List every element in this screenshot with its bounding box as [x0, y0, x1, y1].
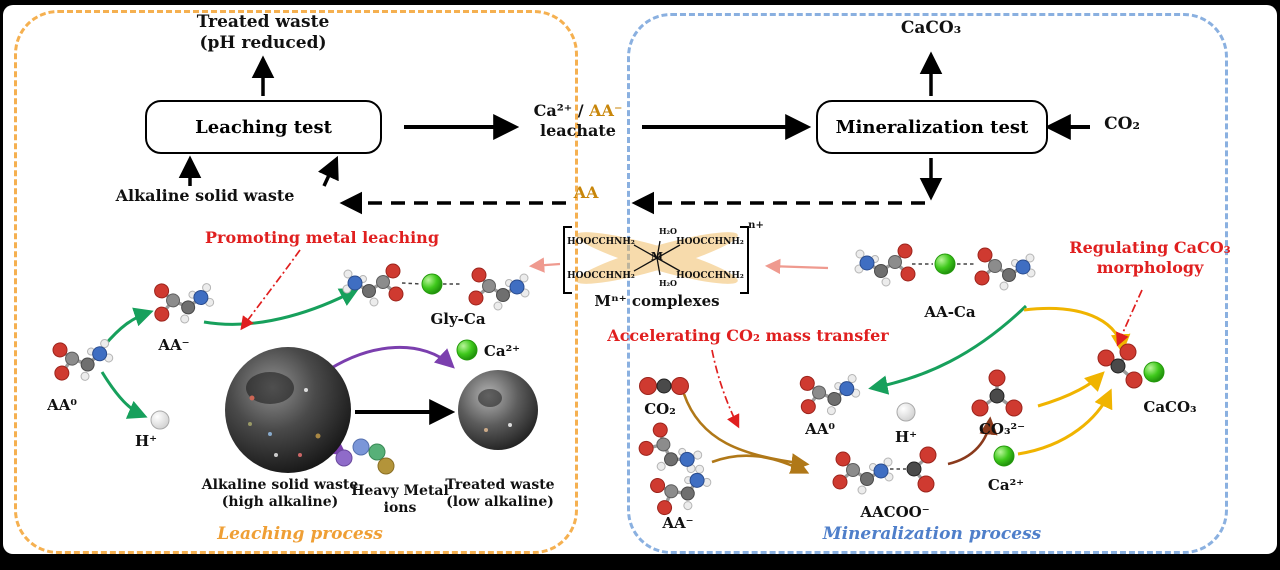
flow-arrows-black [178, 51, 1090, 425]
h-plus-label-right: H⁺ [894, 428, 918, 446]
mineralization-panel-border [627, 13, 1228, 554]
metal-complex-label: Mⁿ⁺ complexes [594, 292, 720, 310]
co2-feed-label: CO₂ [1104, 114, 1140, 134]
heavy-metal-line2: ions [383, 500, 417, 517]
leaching-test-label: Leaching test [195, 116, 332, 138]
leachate-ca-text: Ca²⁺ / [533, 101, 584, 120]
alkaline-high-line2: (high alkaline) [221, 494, 339, 511]
complex-charge-label: n+ [748, 220, 764, 231]
aa0-label-right: AA⁰ [805, 420, 835, 438]
complex-ligand-bottom-right: HOOCCHNH₂ [676, 271, 744, 281]
complex-metal-center: M [650, 250, 664, 263]
aacoo-complex [831, 446, 937, 496]
ca2plus-label-left: Ca²⁺ [483, 342, 521, 360]
treated-waste-line1: Treated waste [196, 12, 330, 32]
mineralization-test-box: Mineralization test [816, 100, 1048, 154]
h-plus-ion-left [150, 410, 170, 430]
gly-ca-complex [341, 262, 531, 312]
caco3-cluster [1097, 343, 1165, 389]
aa0-label-left: AA⁰ [47, 396, 77, 414]
leaching-test-box: Leaching test [145, 100, 382, 154]
heavy-metal-ions [335, 438, 395, 475]
treated-waste-sphere [458, 370, 538, 450]
aa-ca-label: AA-Ca [924, 303, 976, 321]
alkaline-waste-sphere [225, 347, 351, 473]
aacoo-label: AACOO⁻ [860, 503, 930, 521]
leachate-aa-text: AA⁻ [589, 101, 623, 120]
ca2plus-ion-left [456, 339, 478, 361]
ca2plus-ion-right [993, 445, 1015, 467]
red-annotation-arrows [240, 249, 1143, 429]
aa-minus-label-right: AA⁻ [662, 514, 694, 532]
treated-low-line2: (low alkaline) [446, 494, 554, 511]
leaching-panel-border [14, 10, 578, 554]
mineralization-test-label: Mineralization test [835, 116, 1029, 138]
complex-bond-lines [633, 240, 681, 276]
leachate-line1: Ca²⁺ / AA⁻ [534, 101, 623, 121]
salmon-link-arrows [528, 257, 829, 275]
aa-minus-molecules-right [632, 417, 720, 524]
co2-molecule [639, 377, 689, 395]
regulating-line2: morphology [1096, 257, 1204, 277]
complex-bracket-right [740, 226, 749, 294]
complex-water-top: H₂O [658, 226, 678, 236]
aa-ca-complex [853, 242, 1037, 292]
alkaline-solid-waste-label: Alkaline solid waste [115, 186, 295, 205]
leachate-word: leachate [540, 120, 616, 140]
treated-low-line1: Treated waste [445, 477, 555, 493]
carbonate-label: CO₃²⁻ [978, 420, 1026, 438]
leachate-label: Ca²⁺ / AA⁻ leachate [534, 101, 623, 140]
promoting-metal-leaching-note: Promoting metal leaching [204, 228, 440, 247]
treated-low-label: Treated waste (low alkaline) [445, 477, 554, 511]
regulating-note: Regulating CaCO₃ morphology [1069, 238, 1230, 277]
treated-waste-top-label: Treated waste (pH reduced) [197, 12, 330, 53]
alkaline-high-line1: Alkaline solid waste [201, 477, 359, 493]
complex-ligand-top-right: HOOCCHNH₂ [676, 237, 744, 247]
mineralization-process-title: Mineralization process [822, 524, 1042, 544]
complex-ligand-top-left: HOOCCHNH₂ [567, 237, 635, 247]
heavy-metal-ions-label: Heavy Metal ions [351, 483, 449, 517]
figure-background [3, 5, 1277, 554]
gold-arrows [1017, 307, 1131, 456]
gly-ca-label: Gly-Ca [430, 310, 486, 328]
complex-water-bottom: H₂O [658, 278, 678, 288]
co2-label-right: CO₂ [644, 400, 676, 418]
carbonate-molecule [971, 369, 1023, 417]
complex-bracket-left [563, 226, 572, 294]
caco3-product-label: CaCO₃ [900, 18, 962, 38]
regulating-line1: Regulating CaCO₃ [1069, 238, 1231, 257]
caco3-label-right: CaCO₃ [1143, 398, 1197, 416]
ca2plus-label-right: Ca²⁺ [987, 476, 1025, 494]
alkaline-high-label: Alkaline solid waste (high alkaline) [202, 477, 358, 511]
h-plus-label-left: H⁺ [134, 432, 158, 450]
leaching-process-title: Leaching process [217, 524, 383, 544]
h-plus-ion-right [896, 402, 916, 422]
aa-recycle-label: AA [573, 183, 599, 202]
aa-minus-label-left: AA⁻ [158, 336, 190, 354]
aa-minus-molecule-left [149, 275, 218, 329]
treated-waste-line2: (pH reduced) [199, 32, 327, 53]
heavy-metal-line1: Heavy Metal [351, 483, 449, 499]
aa0-molecule-right [794, 366, 865, 422]
complex-ligand-bottom-left: HOOCCHNH₂ [567, 271, 635, 281]
accelerating-note: Accelerating CO₂ mass transfer [607, 326, 889, 345]
brown-arrows [682, 393, 998, 474]
